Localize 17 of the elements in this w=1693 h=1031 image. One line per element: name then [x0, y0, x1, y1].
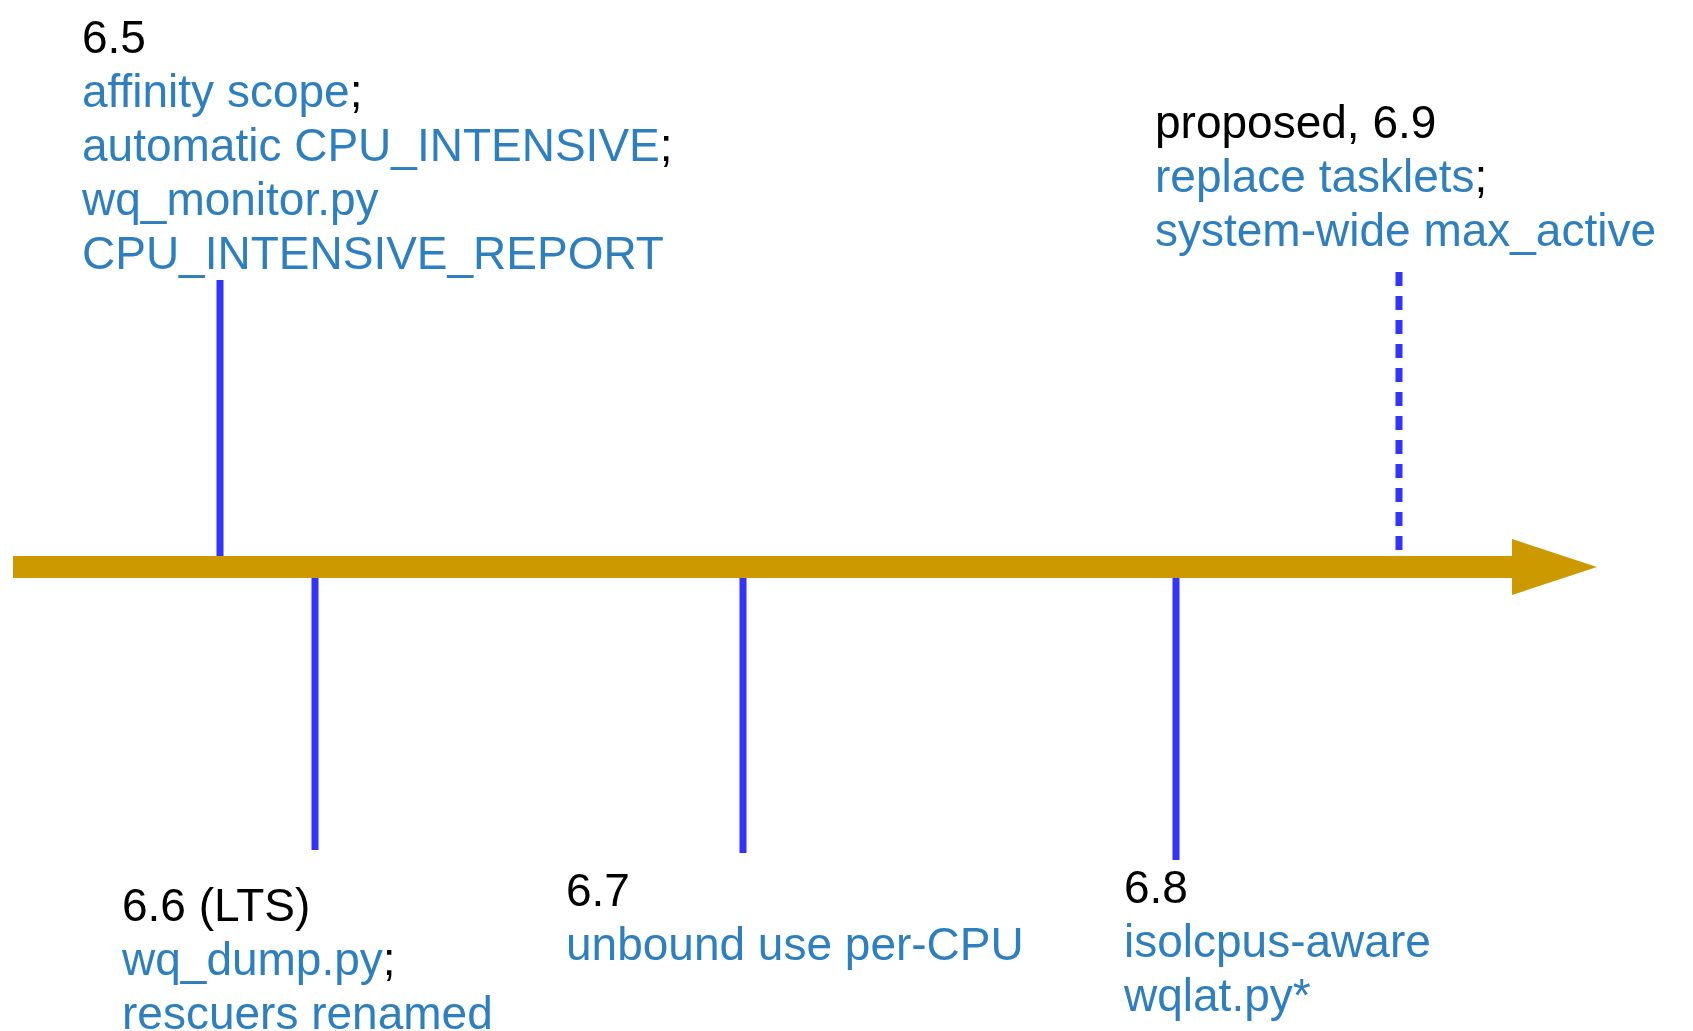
feature-label: wqlat.py*	[1124, 968, 1312, 1022]
feature-label: system-wide max_active	[1155, 203, 1657, 257]
version-label: proposed, 6.9	[1155, 95, 1438, 149]
version-label: 6.7	[566, 863, 631, 917]
version-label: 6.5	[82, 10, 147, 64]
feature-label: automatic CPU_INTENSIVE;	[82, 118, 673, 172]
version-label: 6.6 (LTS)	[122, 878, 312, 932]
version-label: 6.8	[1124, 860, 1189, 914]
feature-label: rescuers renamed	[122, 986, 493, 1031]
feature-label: replace tasklets;	[1155, 149, 1489, 203]
feature-label: wq_dump.py;	[122, 932, 397, 986]
feature-label: CPU_INTENSIVE_REPORT	[82, 226, 665, 280]
feature-label: isolcpus-aware	[1124, 914, 1431, 968]
feature-label: unbound use per-CPU	[566, 917, 1024, 971]
timeline-arrow	[13, 539, 1597, 595]
feature-label: affinity scope;	[82, 64, 364, 118]
feature-label: wq_monitor.py	[82, 172, 380, 226]
